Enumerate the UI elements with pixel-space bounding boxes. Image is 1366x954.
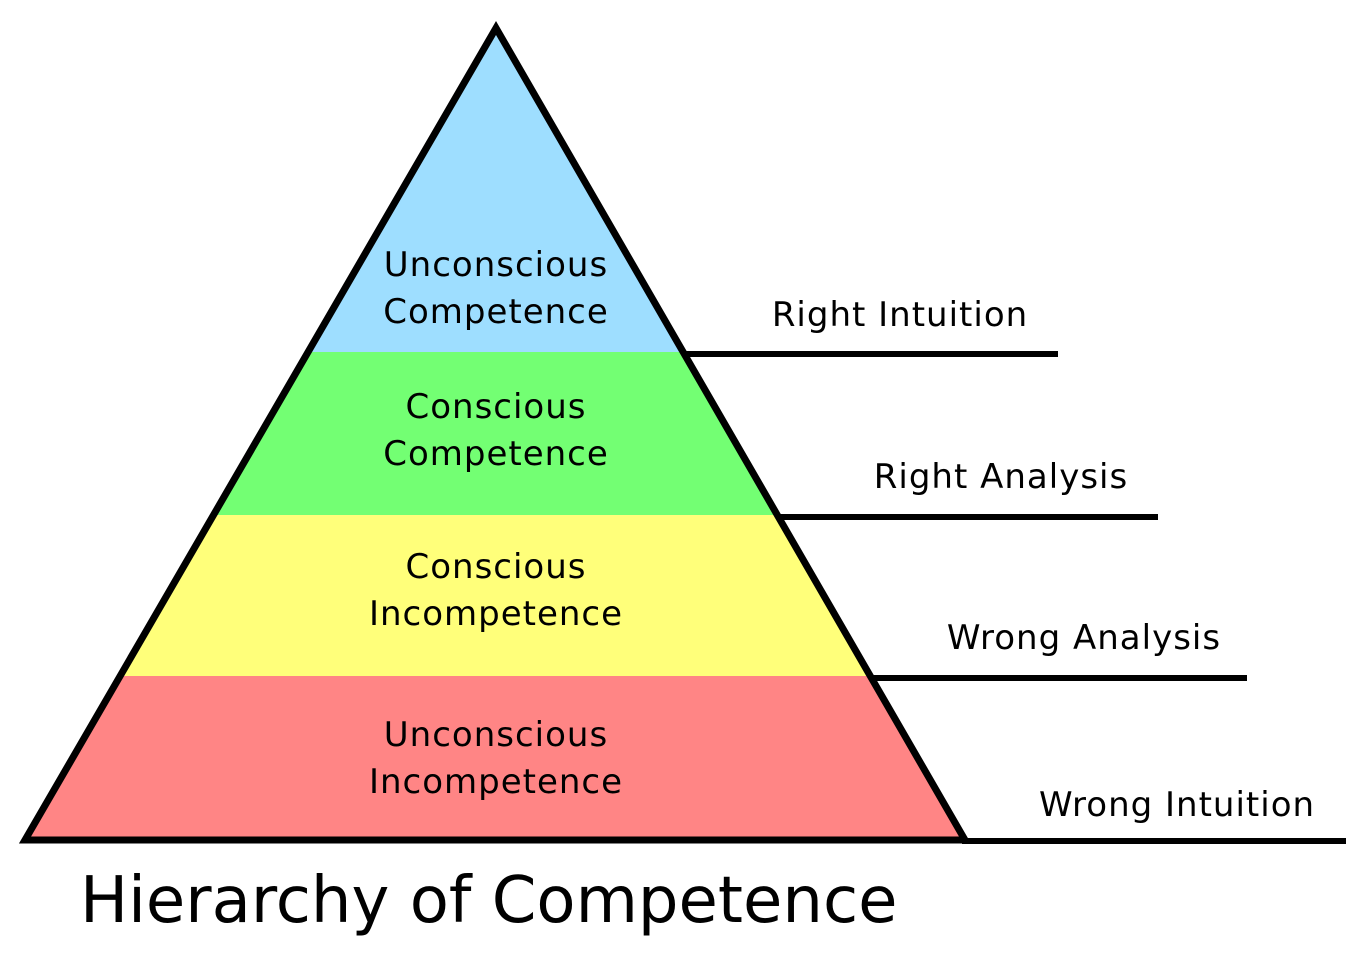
band-label-4-line1: Unconscious <box>384 715 608 755</box>
side-label-wrong-intuition: Wrong Intuition <box>1039 785 1315 825</box>
band-conscious-incompetence <box>120 515 872 676</box>
side-label-right-intuition: Right Intuition <box>772 295 1028 335</box>
diagram-title: Hierarchy of Competence <box>80 864 898 938</box>
band-label-2-line2: Competence <box>383 434 609 474</box>
band-conscious-competence <box>214 352 779 515</box>
band-label-3-line2: Incompetence <box>369 594 623 634</box>
band-unconscious-competence <box>308 28 684 352</box>
side-label-wrong-analysis: Wrong Analysis <box>947 618 1221 658</box>
band-label-3-line1: Conscious <box>405 547 586 587</box>
band-label-1-line2: Competence <box>383 292 609 332</box>
band-label-4-line2: Incompetence <box>369 762 623 802</box>
band-label-2-line1: Conscious <box>405 387 586 427</box>
pyramid-outline <box>18 21 972 844</box>
band-unconscious-incompetence <box>25 676 965 840</box>
band-label-1-line1: Unconscious <box>384 245 608 285</box>
side-label-right-analysis: Right Analysis <box>874 457 1128 497</box>
